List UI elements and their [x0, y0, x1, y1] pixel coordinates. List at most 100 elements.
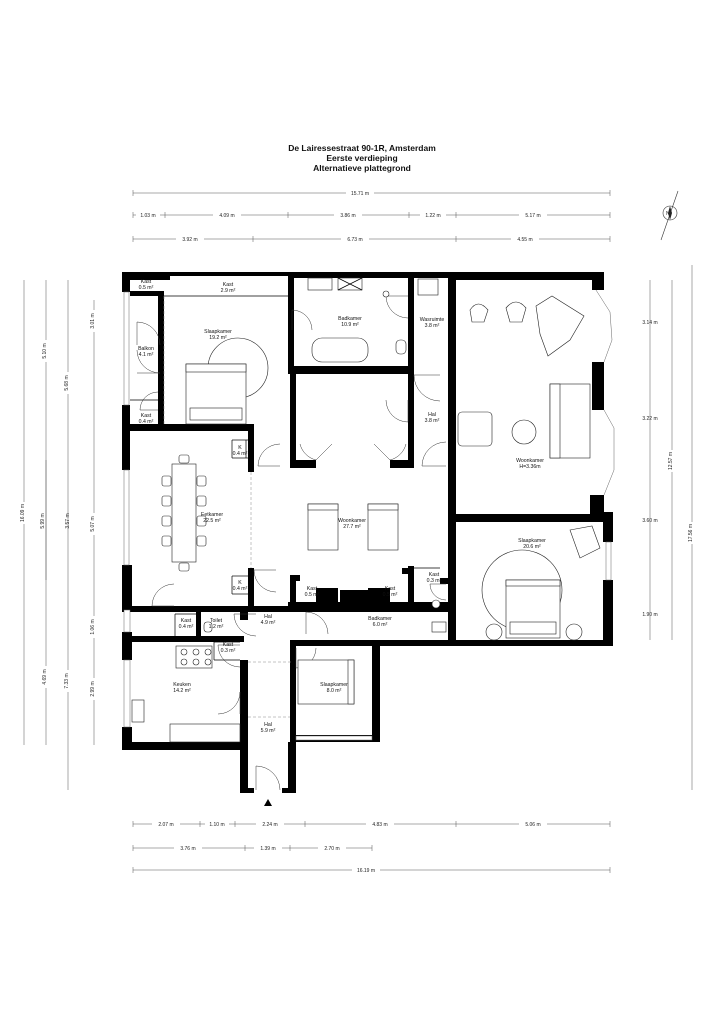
room-area: 0.3 m²	[427, 578, 442, 584]
room-area: 1.2 m²	[209, 624, 224, 630]
dim-bottom-r1-4: 4.83 m	[372, 822, 387, 828]
room-labels: Kast 0.5 m² Kast 2.9 m² Slaapkamer 19.2 …	[138, 279, 546, 734]
dim-left-c1: 5.99 m	[40, 513, 46, 528]
room-area: 3.8 m²	[425, 418, 440, 424]
dim-left-d4: 1.06 m	[90, 619, 96, 634]
dim-bottom-r1-3: 2.24 m	[262, 822, 277, 828]
dim-top-r2-2: 6.73 m	[347, 237, 362, 243]
dim-bottom-r2-1: 3.76 m	[180, 846, 195, 852]
dim-right-b: 12.57 m	[668, 452, 674, 470]
chair-icon	[469, 303, 489, 323]
bathtub-icon	[311, 337, 369, 363]
room-name: Badkamer	[368, 616, 392, 622]
room-name: Kast	[307, 586, 318, 592]
dim-top-r2-1: 3.92 m	[182, 237, 197, 243]
compass-icon: N	[660, 190, 679, 241]
room-area: 0.4 m²	[233, 451, 248, 457]
piano-icon	[535, 295, 585, 357]
dim-top-r1-1: 1.03 m	[140, 213, 155, 219]
room-area: 0.4 m²	[139, 419, 154, 425]
room-area: H=3.36m	[519, 464, 540, 470]
room-name: Kast	[141, 413, 152, 419]
right-dimensions: 3.14 m 3.22 m 3.60 m 1.90 m 12.57 m 17.5…	[642, 265, 696, 790]
top-dimensions: 15.71 m 1.03 m 4.09 m 3.86 m 1.22 m 5.17…	[132, 189, 611, 243]
room-area: 0.3 m²	[221, 648, 236, 654]
room-name: Kast	[181, 618, 192, 624]
walls	[122, 272, 613, 793]
dim-bottom-total: 16.19 m	[357, 868, 375, 874]
dim-right-a1: 3.14 m	[642, 320, 657, 326]
room-area: 19.2 m²	[209, 335, 227, 341]
left-dimensions: 16.09 m 5.10 m 4.69 m 5.68 m 7.33 m 5.99…	[20, 280, 98, 790]
toilet-icon-2	[203, 621, 213, 633]
room-name: Toilet	[210, 618, 223, 624]
room-area: 22.5 m²	[203, 518, 221, 524]
dim-left-a2: 4.69 m	[42, 669, 48, 684]
washing-machine-icon	[417, 278, 439, 296]
room-area: 3.8 m²	[425, 323, 440, 329]
room-area: 0.5 m²	[383, 592, 398, 598]
room-name: Kast	[385, 586, 396, 592]
room-name: Kast	[223, 282, 234, 288]
room-area: 14.2 m²	[173, 688, 191, 694]
dim-right-a4: 1.90 m	[642, 612, 657, 618]
dim-top-r1-2: 4.09 m	[219, 213, 234, 219]
room-name: Kast	[223, 642, 234, 648]
bed-icon-3	[297, 659, 355, 705]
furniture	[131, 277, 601, 806]
chair-icon-2	[505, 301, 527, 323]
windows	[123, 289, 615, 741]
plan-title-floor: Eerste verdieping	[326, 153, 397, 163]
dim-top-r1-4: 1.22 m	[425, 213, 440, 219]
room-name: Keuken	[173, 682, 191, 688]
room-area: 27.7 m²	[343, 524, 361, 530]
daybed-icon-2	[367, 503, 399, 551]
toilet-icon	[395, 339, 407, 355]
room-area: 10.9 m²	[341, 322, 359, 328]
room-name: Woonkamer	[516, 458, 544, 464]
dim-left-a1: 5.10 m	[42, 343, 48, 358]
room-area: 0.4 m²	[233, 586, 248, 592]
plan-title-address: De Lairessestraat 90-1R, Amsterdam	[288, 143, 436, 153]
bottom-dimensions: 2.07 m 1.10 m 2.24 m 4.83 m 5.06 m 3.76 …	[132, 820, 611, 874]
room-area: 4.1 m²	[139, 352, 154, 358]
dim-left-outer: 16.09 m	[20, 504, 26, 522]
dim-left-b2: 7.33 m	[64, 673, 70, 688]
room-area: 2.9 m²	[221, 288, 236, 294]
room-name: Wasruimte	[420, 317, 445, 323]
room-name: Hal	[428, 412, 436, 418]
room-name: Balkon	[138, 346, 154, 352]
dim-left-d1: 3.01 m	[90, 313, 96, 328]
compass-label: N	[666, 211, 670, 217]
dim-top-r2-3: 4.55 m	[517, 237, 532, 243]
sink-icon-2	[131, 699, 145, 723]
coffee-table-icon	[511, 419, 537, 445]
room-name: K	[238, 580, 242, 586]
dim-top-total: 15.71 m	[351, 191, 369, 197]
kitchen-counter-icon	[169, 723, 241, 743]
dim-left-b1: 5.68 m	[64, 375, 70, 390]
room-name: K	[238, 445, 242, 451]
open-boundaries	[163, 296, 292, 718]
room-name: Slaapkamer	[320, 682, 348, 688]
plan-title-variant: Alternatieve plattegrond	[313, 163, 411, 173]
dining-table-icon	[171, 463, 197, 563]
room-area: 0.4 m²	[179, 624, 194, 630]
dim-bottom-r1-1: 2.07 m	[158, 822, 173, 828]
room-name: Slaapkamer	[518, 538, 546, 544]
daybed-icon	[307, 503, 339, 551]
room-name: Slaapkamer	[204, 329, 232, 335]
dim-bottom-r2-3: 2.70 m	[324, 846, 339, 852]
dim-right-c: 17.56 m	[688, 524, 694, 542]
dim-bottom-r1-2: 1.10 m	[209, 822, 224, 828]
room-name: Hal	[264, 722, 272, 728]
sink-icon	[431, 621, 447, 633]
room-area: 6.0 m²	[373, 622, 388, 628]
room-name: Woonkamer	[338, 518, 366, 524]
room-name: Kast	[429, 572, 440, 578]
dim-left-d5: 2.99 m	[90, 681, 96, 696]
interior-lines	[130, 295, 440, 661]
room-area: 0.5 m²	[139, 285, 154, 291]
armchair-icon-2	[569, 525, 601, 559]
